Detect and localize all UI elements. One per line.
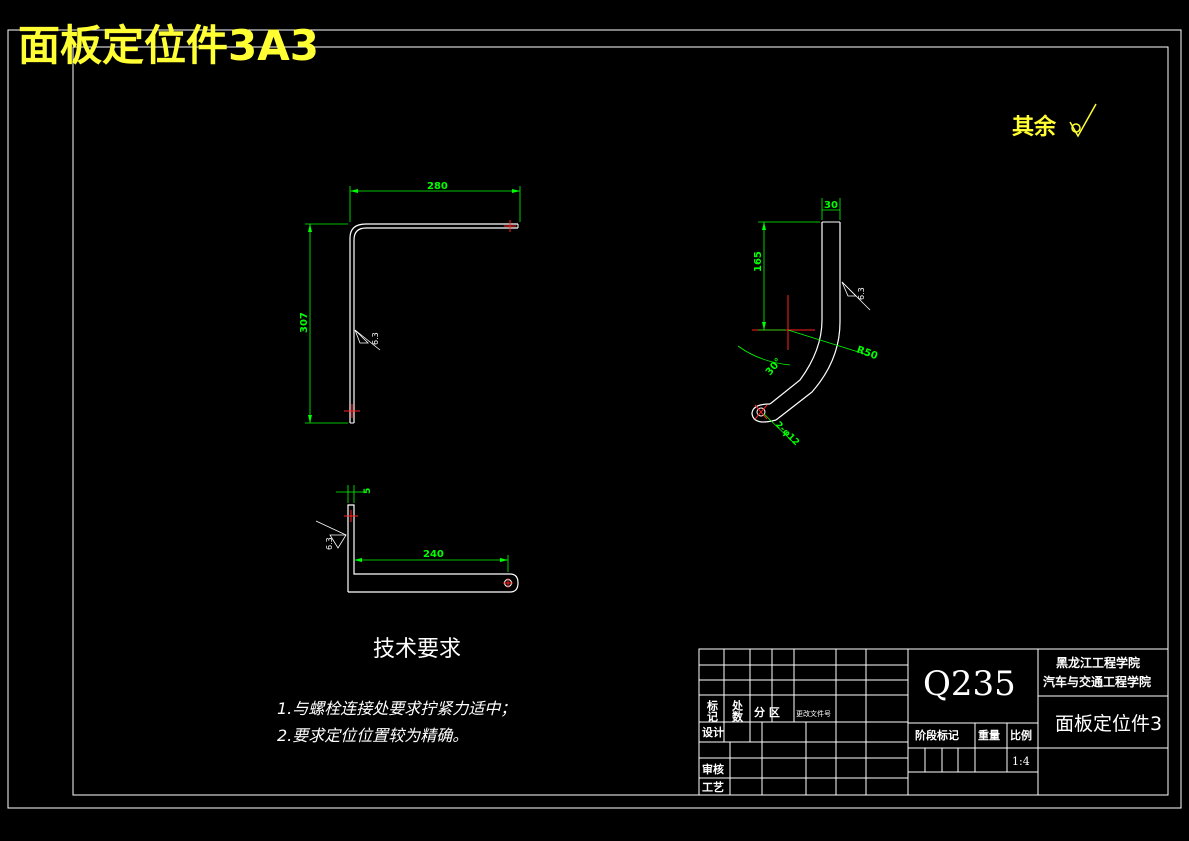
school-line-2: 汽车与交通工程学院	[1043, 674, 1151, 689]
school-line-1: 黑龙江工程学院	[1056, 655, 1140, 670]
side-dim-width: 30	[824, 200, 838, 211]
front-view: 280 307 6.3	[299, 181, 521, 424]
side-dim-angle: 30°	[764, 356, 785, 378]
tech-req-item-1: 1.与螺栓连接处要求拧紧力适中；	[277, 699, 516, 718]
side-roughness: 6.3	[857, 287, 866, 300]
front-dim-width: 280	[427, 181, 448, 192]
drawing-title: 面板定位件3A3	[18, 21, 319, 70]
top-dim-length: 240	[423, 549, 444, 560]
top-roughness: 6.3	[325, 537, 334, 550]
label-review: 审核	[702, 762, 724, 776]
label-design: 设计	[702, 725, 724, 739]
scale-value: 1:4	[1012, 755, 1030, 768]
label-stage: 阶段标记	[915, 728, 959, 742]
side-dim-radius: R50	[855, 344, 879, 362]
label-mark: 标记	[706, 699, 720, 723]
label-count: 处数	[731, 699, 745, 723]
label-zone: 分 区	[754, 705, 780, 719]
top-view: 5 240 6.3	[315, 485, 519, 593]
side-dim-height: 165	[753, 251, 764, 272]
label-weight: 重量	[978, 728, 1000, 742]
roughness-note: 其余	[1012, 103, 1097, 140]
label-scale: 比例	[1010, 728, 1032, 742]
side-view: 30 165 R50 30° 2-φ12 6.3	[737, 198, 879, 448]
title-block	[698, 648, 1169, 796]
label-process: 工艺	[702, 780, 724, 794]
roughness-note-text: 其余	[1012, 114, 1057, 140]
front-roughness: 6.3	[371, 332, 380, 345]
label-change-doc: 更改文件号	[796, 709, 831, 718]
side-dim-hole: 2-φ12	[773, 420, 801, 448]
material-label: Q235	[923, 664, 1016, 704]
front-dim-height: 307	[299, 312, 310, 333]
outer-frame	[7, 29, 1182, 809]
tech-req-heading: 技术要求	[373, 637, 461, 662]
part-name: 面板定位件3	[1055, 713, 1162, 735]
tech-req-item-2: 2.要求定位位置较为精确。	[277, 726, 468, 745]
top-dim-thickness: 5	[363, 488, 373, 494]
inner-frame	[72, 46, 1169, 796]
